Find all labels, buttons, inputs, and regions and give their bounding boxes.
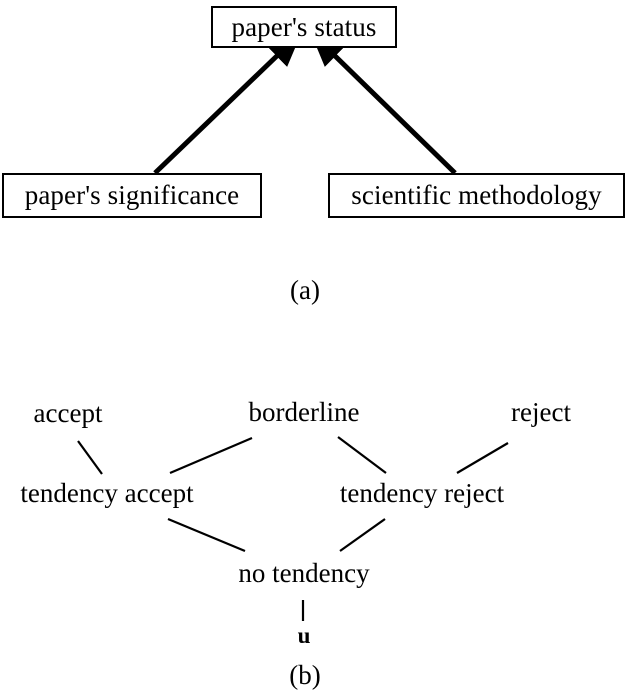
node-u[interactable]: u bbox=[297, 623, 311, 648]
node-no-tendency[interactable]: no tendency bbox=[238, 558, 370, 588]
panel-a-edge-layer bbox=[153, 31, 457, 175]
edge-significance-to-status bbox=[153, 31, 302, 175]
node-tendency-reject[interactable]: tendency reject bbox=[339, 478, 505, 508]
edge-borderline-to-tendency-accept bbox=[169, 436, 253, 475]
node-scientific-methodology[interactable]: scientific methodology bbox=[328, 173, 625, 218]
node-papers-status[interactable]: paper's status bbox=[211, 6, 397, 48]
node-borderline[interactable]: borderline bbox=[248, 397, 360, 427]
panel-a: paper's status paper's significance scie… bbox=[0, 0, 628, 330]
node-papers-status-label: paper's status bbox=[231, 11, 377, 42]
node-papers-significance[interactable]: paper's significance bbox=[2, 173, 262, 218]
edge-borderline-to-tendency-reject bbox=[337, 436, 387, 474]
node-tendency-accept[interactable]: tendency accept bbox=[20, 478, 194, 508]
edge-methodology-to-status bbox=[310, 31, 457, 175]
node-reject[interactable]: reject bbox=[511, 397, 571, 427]
node-scientific-methodology-label: scientific methodology bbox=[351, 180, 602, 210]
edge-accept-to-tendency-accept bbox=[77, 440, 103, 475]
node-accept[interactable]: accept bbox=[33, 398, 103, 428]
caption-panel-a: (a) bbox=[290, 275, 320, 305]
caption-panel-b: (b) bbox=[289, 660, 321, 690]
node-papers-significance-label: paper's significance bbox=[24, 180, 240, 210]
edge-reject-to-tendency-reject bbox=[456, 442, 509, 474]
edge-tendency-reject-to-no-tendency bbox=[339, 518, 386, 552]
edge-tendency-accept-to-no-tendency bbox=[167, 517, 246, 553]
